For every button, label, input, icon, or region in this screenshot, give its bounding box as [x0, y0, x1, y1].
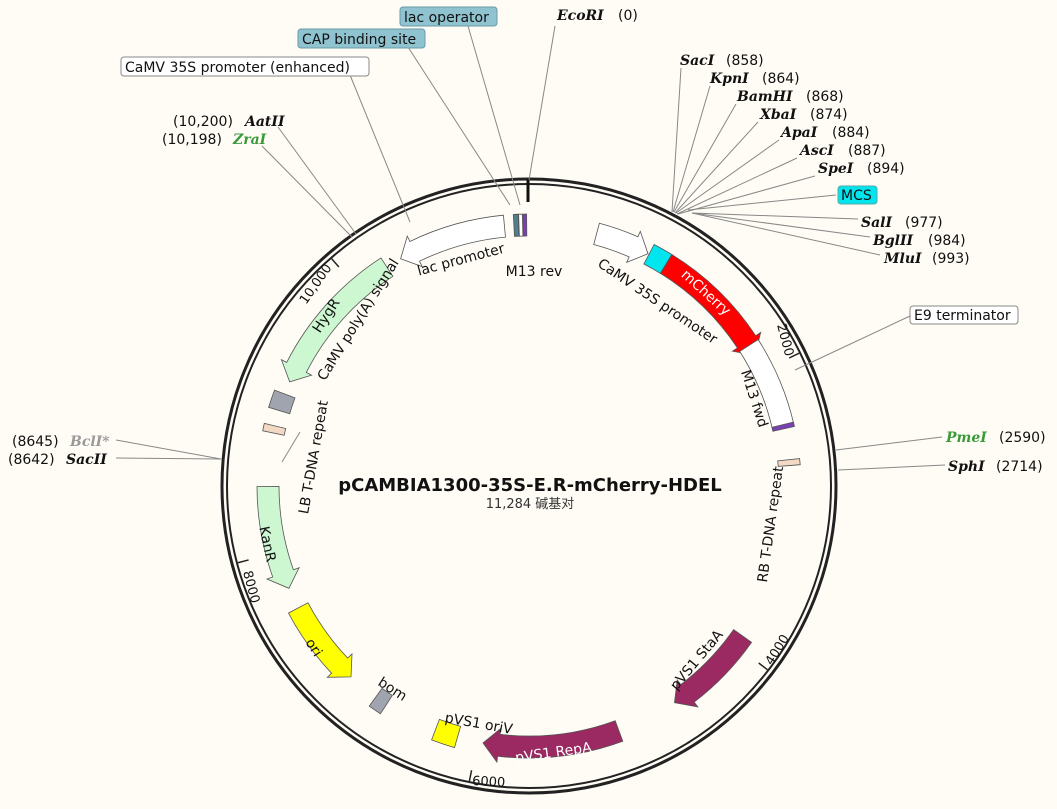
- svg-text:SalI: SalI: [861, 215, 893, 231]
- feature-bom[interactable]: [368, 687, 393, 715]
- feature-pvs1-staa[interactable]: [674, 629, 753, 708]
- site-aatii[interactable]: (10,200) AatII: [173, 114, 285, 130]
- svg-text:(2714): (2714): [996, 459, 1043, 475]
- svg-text:AscI: AscI: [798, 143, 834, 159]
- feature-label-m13-rev[interactable]: M13 rev: [506, 264, 563, 280]
- svg-text:SpeI: SpeI: [818, 161, 854, 177]
- site-bglii[interactable]: BglII (984): [872, 233, 966, 249]
- svg-text:(2590): (2590): [999, 430, 1046, 446]
- feature-lac-operator[interactable]: [518, 213, 524, 237]
- feature-rb-t-dna-repeat[interactable]: [777, 458, 801, 467]
- feature-m13-fwd[interactable]: [771, 421, 795, 432]
- feature-camv-poly-a-signal[interactable]: [268, 389, 296, 415]
- site-sacii[interactable]: (8642) SacII: [8, 452, 107, 468]
- tick-mark: [468, 770, 473, 782]
- svg-text:(10,200): (10,200): [173, 114, 233, 130]
- callout-camv-enhanced[interactable]: CaMV 35S promoter (enhanced): [120, 56, 370, 77]
- feature-pvs1-oriv[interactable]: [431, 718, 462, 749]
- svg-text:PmeI: PmeI: [945, 430, 987, 446]
- feature-label-kanr[interactable]: KanR: [255, 525, 278, 564]
- tick-mark: [331, 258, 340, 268]
- tick-mark: [788, 352, 800, 359]
- svg-text:(8642): (8642): [8, 452, 55, 468]
- feature-lb-t-dna-repeat[interactable]: [262, 422, 287, 436]
- site-xbai[interactable]: XbaI (874): [759, 107, 848, 123]
- callout-mcs-label: MCS: [841, 188, 872, 204]
- callout-camv-enhanced-label: CaMV 35S promoter (enhanced): [125, 60, 350, 76]
- svg-text:(0): (0): [618, 8, 638, 24]
- svg-text:SphI: SphI: [948, 459, 985, 475]
- feature-camv-35s-promoter[interactable]: [593, 222, 649, 264]
- svg-text:(8645): (8645): [12, 434, 59, 450]
- site-sali[interactable]: SalI (977): [861, 215, 943, 231]
- svg-text:XbaI: XbaI: [759, 107, 797, 123]
- svg-text:SacI: SacI: [680, 53, 715, 69]
- feature-pvs1-repa[interactable]: [482, 720, 624, 764]
- svg-text:(887): (887): [848, 143, 886, 159]
- tick-label-6000: 6000: [472, 774, 506, 791]
- tick-mark: [758, 662, 768, 671]
- site-asci[interactable]: AscI (887): [798, 143, 886, 159]
- svg-text:(864): (864): [762, 71, 800, 87]
- svg-text:MluI: MluI: [883, 251, 922, 267]
- svg-text:SacII: SacII: [66, 452, 107, 468]
- feature-lac-promoter[interactable]: [400, 214, 506, 268]
- plasmid-name: pCAMBIA1300-35S-E.R-mCherry-HDEL: [338, 475, 722, 496]
- svg-text:KpnI: KpnI: [709, 71, 749, 87]
- feature-ori[interactable]: [287, 602, 353, 678]
- callout-lac-operator-label: lac operator: [404, 10, 489, 26]
- callout-cap-label: CAP binding site: [302, 32, 416, 48]
- svg-text:(993): (993): [932, 251, 970, 267]
- site-spei[interactable]: SpeI (894): [818, 161, 905, 177]
- feature-kanr[interactable]: [256, 485, 300, 589]
- plasmid-length: 11,284 碱基对: [486, 497, 575, 512]
- callout-mcs[interactable]: MCS: [837, 185, 878, 205]
- svg-text:ApaI: ApaI: [779, 125, 818, 141]
- svg-text:(874): (874): [810, 107, 848, 123]
- tick-mark: [237, 559, 249, 564]
- svg-text:(984): (984): [928, 233, 966, 249]
- site-pmei[interactable]: PmeI (2590): [945, 430, 1046, 446]
- site-sphi[interactable]: SphI (2714): [948, 459, 1043, 475]
- site-mlui[interactable]: MluI (993): [883, 251, 970, 267]
- svg-text:BclI*: BclI*: [69, 434, 110, 450]
- site-zrai[interactable]: (10,198) ZraI: [162, 132, 267, 148]
- site-kpni[interactable]: KpnI (864): [709, 71, 800, 87]
- callout-e9-label: E9 terminator: [914, 308, 1011, 324]
- callout-cap-binding-site[interactable]: CAP binding site: [297, 28, 426, 49]
- svg-text:ZraI: ZraI: [232, 132, 267, 148]
- svg-text:AatII: AatII: [243, 114, 285, 130]
- svg-text:EcoRI: EcoRI: [556, 8, 604, 24]
- svg-text:(10,198): (10,198): [162, 132, 222, 148]
- svg-text:(858): (858): [726, 53, 764, 69]
- svg-text:BamHI: BamHI: [736, 89, 793, 105]
- site-bcli[interactable]: (8645) BclI*: [12, 434, 110, 450]
- svg-text:(868): (868): [806, 89, 844, 105]
- feature-m13-rev[interactable]: [522, 213, 528, 237]
- feature-hygr[interactable]: [280, 257, 394, 383]
- site-ecori[interactable]: EcoRI (0): [556, 8, 638, 24]
- svg-text:(977): (977): [905, 215, 943, 231]
- feature-label-rb-t-dna-repeat[interactable]: RB T-DNA repeat: [755, 465, 787, 584]
- callout-e9-terminator[interactable]: E9 terminator: [909, 305, 1019, 325]
- feature-cap-binding-site[interactable]: [512, 213, 520, 237]
- svg-text:(894): (894): [867, 161, 905, 177]
- svg-text:(884): (884): [832, 125, 870, 141]
- site-bamhi[interactable]: BamHI (868): [736, 89, 844, 105]
- site-saci[interactable]: SacI (858): [680, 53, 764, 69]
- svg-text:BglII: BglII: [872, 233, 913, 249]
- feature-label-lb-t-dna-repeat[interactable]: LB T-DNA repeat: [296, 399, 332, 516]
- site-apai[interactable]: ApaI (884): [779, 125, 870, 141]
- callout-lac-operator[interactable]: lac operator: [399, 6, 498, 27]
